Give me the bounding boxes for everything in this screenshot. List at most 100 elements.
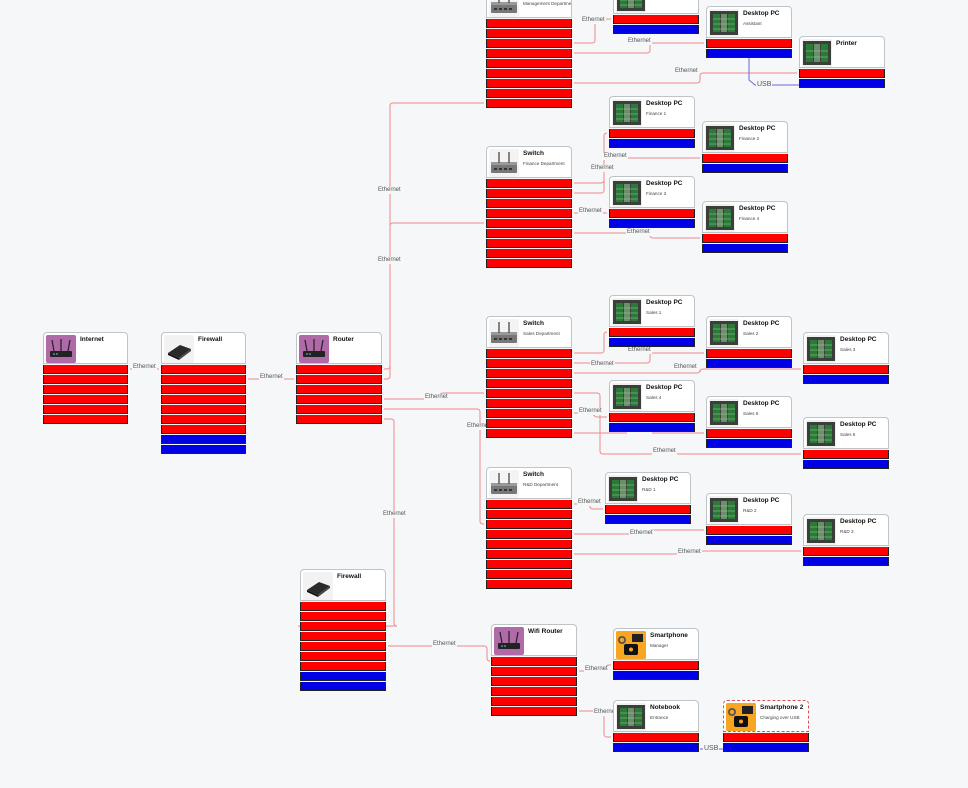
ethernet-port[interactable] xyxy=(300,622,386,631)
ethernet-port[interactable] xyxy=(486,429,572,438)
ethernet-port[interactable] xyxy=(43,375,128,384)
node-pc-mgmt-top[interactable] xyxy=(613,0,699,34)
ethernet-port[interactable] xyxy=(613,733,699,742)
ethernet-port[interactable] xyxy=(486,259,572,268)
ethernet-port[interactable] xyxy=(300,632,386,641)
ethernet-port[interactable] xyxy=(605,505,691,514)
ethernet-port[interactable] xyxy=(486,550,572,559)
ethernet-port[interactable] xyxy=(161,425,246,434)
ethernet-port[interactable] xyxy=(486,379,572,388)
usb-port[interactable] xyxy=(803,375,889,384)
usb-port[interactable] xyxy=(609,219,695,228)
usb-port[interactable] xyxy=(605,515,691,524)
node-header[interactable]: Management Department xyxy=(486,0,572,18)
ethernet-port[interactable] xyxy=(43,385,128,394)
ethernet-port[interactable] xyxy=(296,415,382,424)
node-firewall2[interactable]: Firewall xyxy=(300,569,386,691)
ethernet-wire[interactable] xyxy=(574,331,608,354)
node-header[interactable]: Printer xyxy=(799,36,885,68)
ethernet-port[interactable] xyxy=(702,154,788,163)
ethernet-port[interactable] xyxy=(803,365,889,374)
ethernet-port[interactable] xyxy=(300,662,386,671)
node-header[interactable]: Firewall xyxy=(161,332,246,364)
usb-port[interactable] xyxy=(609,423,695,432)
ethernet-port[interactable] xyxy=(486,19,572,28)
ethernet-port[interactable] xyxy=(161,395,246,404)
ethernet-port[interactable] xyxy=(486,229,572,238)
ethernet-port[interactable] xyxy=(609,413,695,422)
ethernet-port[interactable] xyxy=(706,429,792,438)
ethernet-wire[interactable] xyxy=(384,222,484,380)
ethernet-port[interactable] xyxy=(296,365,382,374)
usb-port[interactable] xyxy=(613,25,699,34)
ethernet-port[interactable] xyxy=(491,657,577,666)
node-wifi-router[interactable]: Wifi Router xyxy=(491,624,577,716)
ethernet-wire[interactable] xyxy=(384,102,484,370)
ethernet-port[interactable] xyxy=(803,450,889,459)
ethernet-port[interactable] xyxy=(486,570,572,579)
ethernet-port[interactable] xyxy=(486,179,572,188)
ethernet-port[interactable] xyxy=(613,15,699,24)
ethernet-port[interactable] xyxy=(43,365,128,374)
ethernet-port[interactable] xyxy=(486,500,572,509)
ethernet-port[interactable] xyxy=(706,349,792,358)
ethernet-port[interactable] xyxy=(486,209,572,218)
ethernet-port[interactable] xyxy=(723,733,809,742)
usb-port[interactable] xyxy=(706,439,792,448)
ethernet-port[interactable] xyxy=(486,389,572,398)
ethernet-port[interactable] xyxy=(486,419,572,428)
node-header[interactable]: Wifi Router xyxy=(491,624,577,656)
ethernet-port[interactable] xyxy=(702,234,788,243)
ethernet-port[interactable] xyxy=(486,69,572,78)
ethernet-port[interactable] xyxy=(486,540,572,549)
ethernet-port[interactable] xyxy=(491,677,577,686)
ethernet-port[interactable] xyxy=(486,409,572,418)
node-header[interactable] xyxy=(613,0,699,14)
usb-port[interactable] xyxy=(161,435,246,444)
usb-port[interactable] xyxy=(609,139,695,148)
ethernet-port[interactable] xyxy=(706,39,792,48)
ethernet-port[interactable] xyxy=(491,687,577,696)
ethernet-port[interactable] xyxy=(486,369,572,378)
ethernet-port[interactable] xyxy=(486,530,572,539)
ethernet-port[interactable] xyxy=(486,59,572,68)
ethernet-port[interactable] xyxy=(609,328,695,337)
ethernet-port[interactable] xyxy=(486,510,572,519)
usb-port[interactable] xyxy=(706,536,792,545)
ethernet-port[interactable] xyxy=(486,520,572,529)
ethernet-port[interactable] xyxy=(161,405,246,414)
ethernet-port[interactable] xyxy=(799,69,885,78)
usb-port[interactable] xyxy=(702,244,788,253)
ethernet-wire[interactable] xyxy=(388,645,491,662)
node-internet[interactable]: Internet xyxy=(43,332,128,424)
ethernet-port[interactable] xyxy=(613,661,699,670)
ethernet-port[interactable] xyxy=(486,189,572,198)
ethernet-port[interactable] xyxy=(300,602,386,611)
node-header[interactable]: Firewall xyxy=(300,569,386,601)
node-header[interactable]: Router xyxy=(296,332,382,364)
